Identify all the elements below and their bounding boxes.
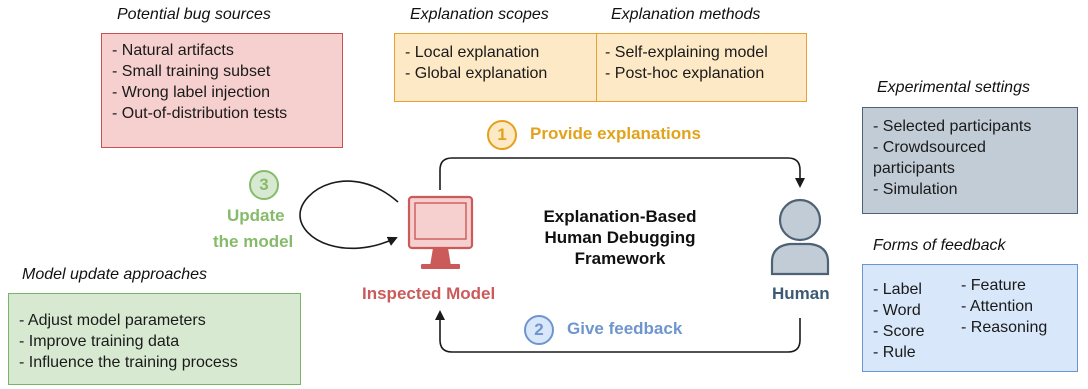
step-1-badge: 1 xyxy=(487,120,517,150)
framework-title-line3: Framework xyxy=(574,249,666,268)
list-item: Out-of-distribution tests xyxy=(112,103,342,124)
list-item: Wrong label injection xyxy=(112,82,342,103)
list-item: Natural artifacts xyxy=(112,40,342,61)
experimental-settings-box: Selected participants Crowdsourced parti… xyxy=(862,107,1078,214)
framework-title: Explanation-Based Human Debugging Framew… xyxy=(500,206,740,269)
explanation-scopes-box: Local explanation Global explanation xyxy=(394,33,597,102)
forms-of-feedback-box: Label Word Score Rule Feature Attention … xyxy=(862,264,1078,372)
provide-explanations-arrow xyxy=(439,157,805,190)
list-item: Attention xyxy=(961,296,1047,317)
give-feedback-arrow xyxy=(435,310,801,353)
human-label: Human xyxy=(772,284,830,303)
explanation-methods-box: Self-explaining model Post-hoc explanati… xyxy=(596,33,807,102)
list-item: Small training subset xyxy=(112,61,342,82)
bug-sources-box: Natural artifacts Small training subset … xyxy=(101,33,343,148)
bug-sources-list: Natural artifacts Small training subset … xyxy=(112,40,342,124)
list-item: Rule xyxy=(873,342,925,363)
explanation-methods-caption: Explanation methods xyxy=(611,6,761,23)
explanation-scopes-list: Local explanation Global explanation xyxy=(405,42,596,84)
person-icon xyxy=(770,198,830,276)
list-item: Adjust model parameters xyxy=(19,310,300,331)
list-item: Score xyxy=(873,321,925,342)
list-item: Label xyxy=(873,279,925,300)
forms-of-feedback-caption: Forms of feedback xyxy=(873,237,1006,254)
list-item: Reasoning xyxy=(961,317,1048,338)
list-item: Selected participants xyxy=(873,116,1077,137)
model-update-box: Adjust model parameters Improve training… xyxy=(8,293,301,385)
framework-title-line1: Explanation-Based xyxy=(543,207,697,226)
explanation-scopes-caption: Explanation scopes xyxy=(410,6,549,23)
experimental-settings-caption: Experimental settings xyxy=(877,79,1030,96)
bug-sources-caption: Potential bug sources xyxy=(117,6,271,23)
list-item-text: Crowdsourced participants xyxy=(873,139,986,177)
step-3-label-line2: the model xyxy=(213,232,294,251)
feedback-col2: Feature Attention Reasoning xyxy=(961,275,1047,338)
explanation-methods-list: Self-explaining model Post-hoc explanati… xyxy=(605,42,806,84)
step-2-badge: 2 xyxy=(524,315,554,345)
experimental-settings-list: Selected participants Crowdsourced parti… xyxy=(873,116,1077,200)
list-item: Self-explaining model xyxy=(605,42,806,63)
list-item: Crowdsourced participants xyxy=(873,137,1043,179)
list-item: Word xyxy=(873,300,925,321)
list-item: Improve training data xyxy=(19,331,300,352)
list-item: Simulation xyxy=(873,179,1077,200)
feedback-col1: Label Word Score Rule xyxy=(873,279,925,363)
step-1-label: Provide explanations xyxy=(530,124,701,143)
monitor-icon xyxy=(407,195,474,269)
framework-title-line2: Human Debugging xyxy=(544,228,696,247)
model-update-caption: Model update approaches xyxy=(22,266,208,283)
model-update-list: Adjust model parameters Improve training… xyxy=(19,310,300,373)
step-3-label-line1: Update xyxy=(227,206,285,225)
inspected-model-label: Inspected Model xyxy=(362,284,496,303)
update-loop-arrow xyxy=(299,180,399,250)
step-2-label: Give feedback xyxy=(567,319,683,338)
list-item: Global explanation xyxy=(405,63,596,84)
list-item: Feature xyxy=(961,275,1047,296)
step-3-badge: 3 xyxy=(249,170,279,200)
list-item: Influence the training process xyxy=(19,352,300,373)
list-item: Local explanation xyxy=(405,42,596,63)
list-item: Post-hoc explanation xyxy=(605,63,806,84)
